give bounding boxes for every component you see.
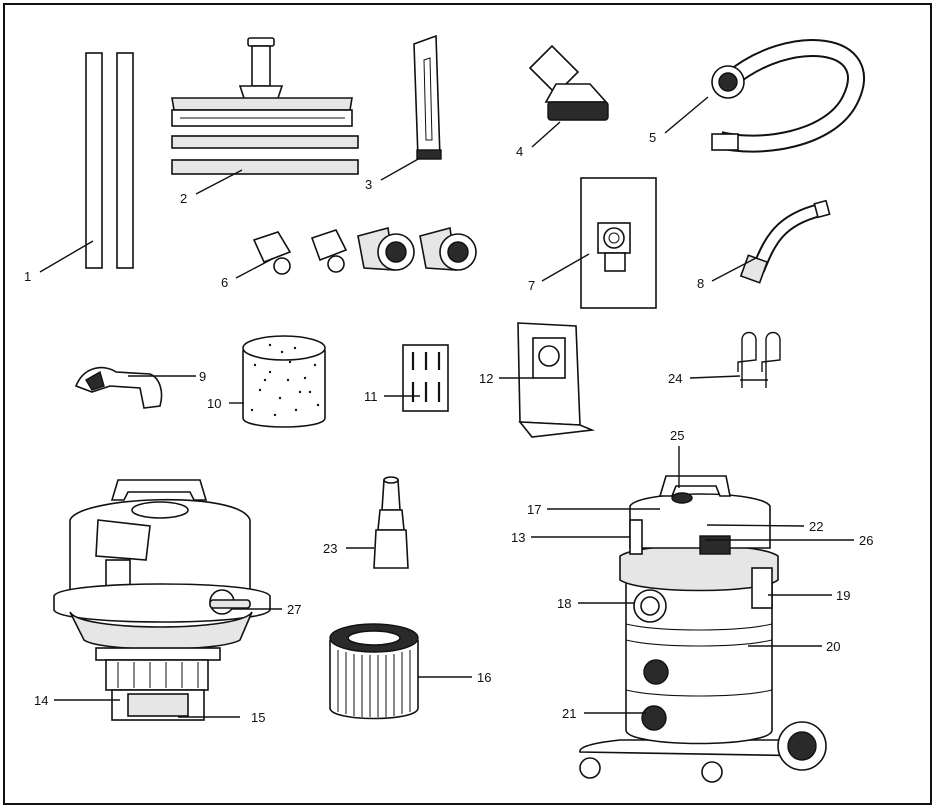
part-paper-bag xyxy=(517,322,596,438)
part-hose xyxy=(711,39,865,153)
callout-4: 4 xyxy=(516,144,523,159)
part-dust-brush xyxy=(528,44,609,121)
callout-21: 21 xyxy=(562,706,576,721)
part-handle xyxy=(74,366,163,409)
callout-20: 20 xyxy=(826,639,840,654)
callout-22: 22 xyxy=(809,519,823,534)
part-crevice-tool xyxy=(413,34,442,160)
callout-5: 5 xyxy=(649,130,656,145)
diagram-border xyxy=(3,3,932,805)
callout-6: 6 xyxy=(221,275,228,290)
callout-3: 3 xyxy=(365,177,372,192)
part-hooks xyxy=(737,331,781,388)
part-assembled-vacuum xyxy=(579,475,827,783)
part-reducer xyxy=(373,476,409,569)
callout-25: 25 xyxy=(670,428,684,443)
callout-23: 23 xyxy=(323,541,337,556)
part-floor-nozzle xyxy=(171,37,359,175)
callout-9: 9 xyxy=(199,369,206,384)
leader-lines xyxy=(39,96,854,718)
callout-labels: 1 2 3 4 5 6 7 8 9 10 11 12 13 14 15 16 1… xyxy=(24,130,873,725)
callout-8: 8 xyxy=(697,276,704,291)
callout-7: 7 xyxy=(528,278,535,293)
part-elbow xyxy=(739,199,831,284)
part-cartridge-filter xyxy=(329,623,419,720)
callout-24: 24 xyxy=(668,371,682,386)
callout-15: 15 xyxy=(251,710,265,725)
part-extension-wands xyxy=(85,52,134,269)
part-screws-card xyxy=(402,344,449,412)
callout-13: 13 xyxy=(511,530,525,545)
part-foam-filter xyxy=(242,335,326,428)
callout-26: 26 xyxy=(859,533,873,548)
callout-27: 27 xyxy=(287,602,301,617)
part-dust-bag-card xyxy=(580,177,657,309)
callout-11: 11 xyxy=(364,389,378,404)
callout-12: 12 xyxy=(479,371,493,386)
callout-2: 2 xyxy=(180,191,187,206)
part-motor-head xyxy=(53,479,271,721)
callout-10: 10 xyxy=(207,396,221,411)
callout-1: 1 xyxy=(24,269,31,284)
callout-16: 16 xyxy=(477,670,491,685)
callout-14: 14 xyxy=(34,693,48,708)
callout-17: 17 xyxy=(527,502,541,517)
callout-19: 19 xyxy=(836,588,850,603)
callout-18: 18 xyxy=(557,596,571,611)
part-casters xyxy=(252,226,477,275)
